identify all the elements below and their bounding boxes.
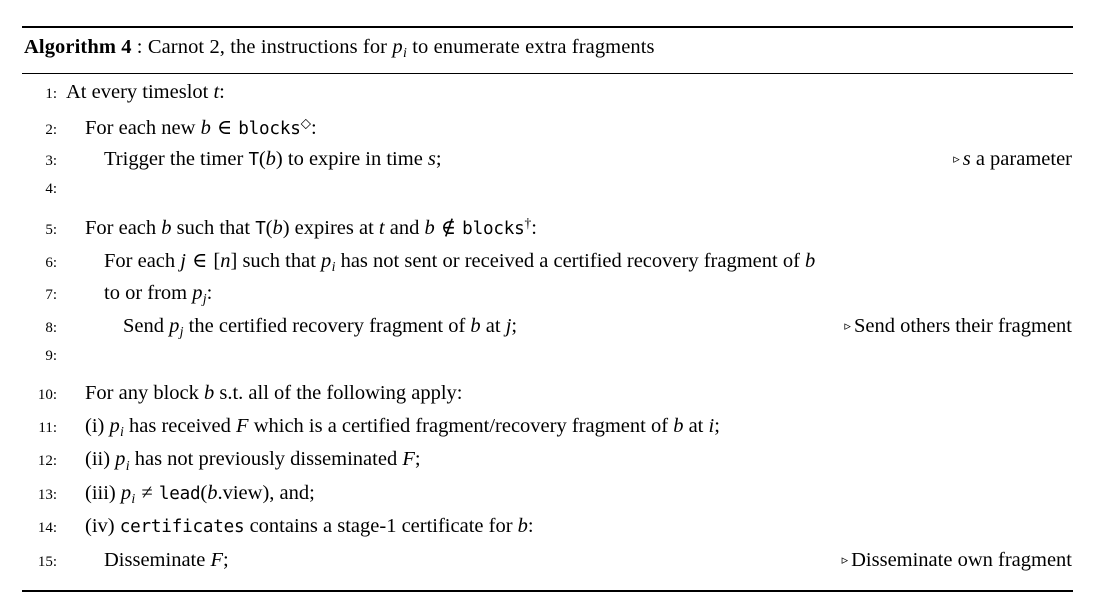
algorithm-line: 7: to or from pj:	[22, 282, 1073, 315]
line-number: 1:	[45, 86, 57, 103]
top-rule	[22, 26, 1073, 28]
line-content: For each j ∈ [n] such that pi has not se…	[104, 250, 816, 276]
line-content: (iii) pi ≠ lead(b.view), and;	[85, 481, 315, 508]
line-comment: ▹Disseminate own fragment	[841, 548, 1072, 571]
line-content: (i) pi has received F which is a certifi…	[85, 415, 720, 441]
bottom-rule	[22, 590, 1073, 592]
line-content: For each b such that T(b) expires at t a…	[85, 215, 537, 239]
line-number: 14:	[37, 520, 57, 537]
line-content: to or from pj:	[104, 281, 213, 307]
line-number: 13:	[37, 486, 57, 503]
line-comment: ▹s a parameter	[953, 147, 1072, 170]
title-text-after: to enumerate extra fragments	[406, 36, 655, 58]
algorithm-line: 9:	[22, 348, 1073, 381]
comment-triangle-icon: ▹	[841, 552, 849, 568]
line-number: 6:	[45, 255, 57, 272]
algorithm-line: 5: For each b such that T(b) expires at …	[22, 215, 1073, 248]
algorithm-line: 13: (iii) pi ≠ lead(b.view), and;	[22, 482, 1073, 515]
title-rule	[22, 73, 1073, 75]
line-content: Send pj the certified recovery fragment …	[123, 314, 518, 341]
algorithm-line: 8: Send pj the certified recovery fragme…	[22, 315, 1073, 348]
algorithm-line: 4:	[22, 181, 1073, 214]
line-number: 7:	[45, 286, 57, 303]
comment-triangle-icon: ▹	[844, 318, 851, 334]
comment-triangle-icon: ▹	[953, 151, 960, 167]
algorithm-line: 10: For any block b s.t. all of the foll…	[22, 382, 1073, 415]
algorithm-line: 3: Trigger the timer T(b) to expire in t…	[22, 148, 1073, 181]
algorithm-line: 15: Disseminate F; ▹Disseminate own frag…	[22, 549, 1073, 582]
algorithm-line: 1: At every timeslot t:	[22, 81, 1073, 114]
line-number: 5:	[45, 221, 57, 238]
line-content: Trigger the timer T(b) to expire in time…	[104, 147, 442, 170]
algorithm-line: 2: For each new b ∈ blocks◇:	[22, 115, 1073, 148]
line-content: For each new b ∈ blocks◇:	[85, 115, 317, 139]
title-text-before: Carnot 2, the instructions for	[147, 36, 393, 58]
line-number: 4:	[45, 181, 57, 198]
line-comment: ▹Send others their fragment	[844, 314, 1072, 337]
line-number: 3:	[45, 152, 57, 169]
algorithm-label: Algorithm 4	[24, 36, 132, 58]
line-number: 9:	[45, 348, 57, 365]
line-number: 12:	[37, 453, 57, 470]
title-var-p: p	[392, 36, 403, 58]
line-number: 11:	[38, 420, 57, 437]
algorithm-title: Algorithm 4 : Carnot 2, the instructions…	[22, 28, 1073, 73]
line-content: At every timeslot t:	[66, 81, 225, 104]
line-content: For any block b s.t. all of the followin…	[85, 381, 463, 404]
line-content: (iv) certificates contains a stage-1 cer…	[85, 515, 534, 538]
algorithm-line: 12: (ii) pi has not previously dissemina…	[22, 448, 1073, 481]
line-number: 8:	[45, 319, 57, 336]
line-number: 2:	[45, 121, 57, 138]
algorithm-line: 14: (iv) certificates contains a stage-1…	[22, 515, 1073, 548]
title-var-subscript: i	[403, 46, 407, 62]
algorithm-line: 11: (i) pi has received F which is a cer…	[22, 415, 1073, 448]
line-content: Disseminate F;	[104, 548, 229, 571]
line-number: 10:	[37, 386, 57, 403]
line-number: 15:	[37, 553, 57, 570]
algorithm-separator: :	[131, 36, 148, 58]
line-content: (ii) pi has not previously disseminated …	[85, 448, 421, 474]
algorithm-body: 1: At every timeslot t: 2: For each new …	[22, 74, 1073, 590]
algorithm-block: Algorithm 4 : Carnot 2, the instructions…	[22, 26, 1073, 592]
algorithm-line: 6: For each j ∈ [n] such that pi has not…	[22, 248, 1073, 281]
